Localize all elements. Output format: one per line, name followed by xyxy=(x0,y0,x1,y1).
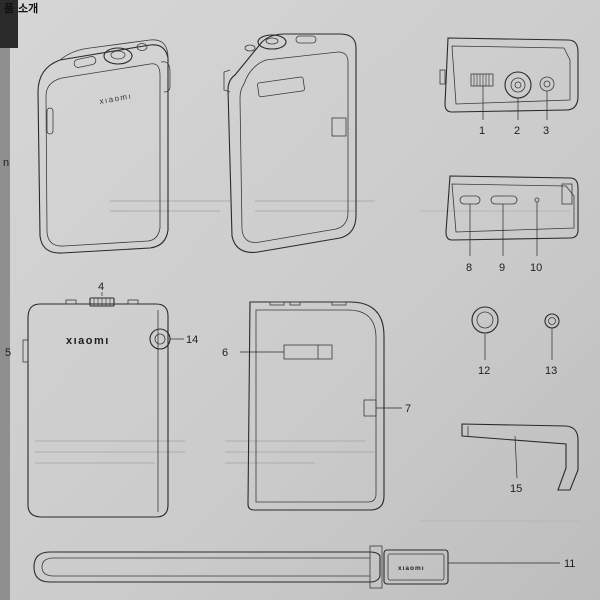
part-12-ring xyxy=(471,306,499,360)
callout-8: 8 xyxy=(466,262,472,274)
case-perspective-view xyxy=(223,33,357,253)
device-front-brand: xıaomı xyxy=(66,335,110,347)
callout-6: 6 xyxy=(222,347,228,359)
lanyard: xıaomı xyxy=(33,545,560,589)
top-view xyxy=(439,37,579,120)
callout-14: 14 xyxy=(186,334,198,346)
callout-2: 2 xyxy=(514,125,520,137)
callout-12: 12 xyxy=(478,365,490,377)
callout-1: 1 xyxy=(479,125,485,137)
side-label: n xyxy=(3,157,9,169)
part-13-button xyxy=(544,313,560,360)
callout-11: 11 xyxy=(564,558,575,570)
device-perspective-view: xıaomı xyxy=(37,39,171,254)
callout-9: 9 xyxy=(499,262,505,274)
device-front-view: xıaomı xyxy=(22,292,184,518)
header-tab xyxy=(0,0,18,48)
callout-4: 4 xyxy=(98,281,104,293)
bottom-view xyxy=(445,175,579,256)
callout-13: 13 xyxy=(545,365,557,377)
callout-15: 15 xyxy=(510,483,522,495)
section-header: 품 소개 xyxy=(4,1,38,15)
case-front-view xyxy=(240,301,402,511)
page-binding-shadow xyxy=(0,0,10,600)
callout-7: 7 xyxy=(405,403,411,415)
bleed-through-text xyxy=(35,200,580,522)
part-15-clip xyxy=(461,423,579,491)
lanyard-brand: xıaomı xyxy=(398,565,425,572)
callout-5: 5 xyxy=(5,347,11,359)
callout-3: 3 xyxy=(543,125,549,137)
callout-10: 10 xyxy=(530,262,542,274)
